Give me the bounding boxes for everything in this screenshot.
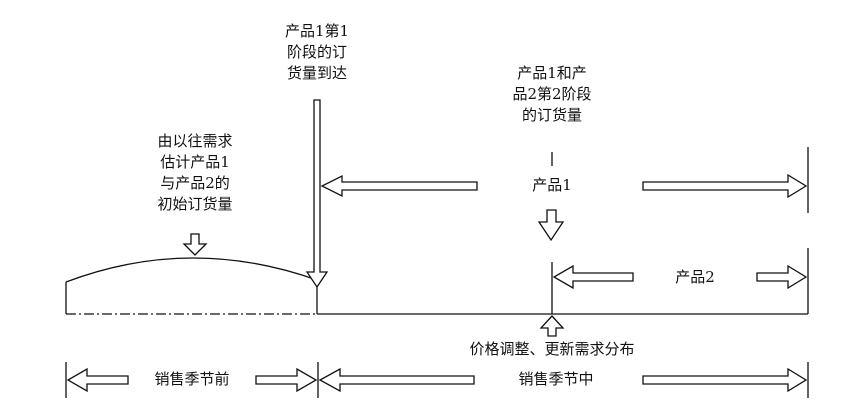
initial-order-label: 由以往需求 估计产品1 与产品2的 初始订货量 [140,131,250,215]
demand-curve [65,257,318,283]
in-season-label: 销售季节中 [518,370,594,388]
pre-season-right-arrow [255,367,318,393]
initial-order-line-2: 估计产品1 [160,153,230,171]
product1-left-arrow [320,174,478,198]
stage1-arrival-line-1: 产品1第1 [284,22,350,40]
product1-right-arrow [642,173,808,199]
stage2-orders-line-1: 产品1和产 [517,64,587,82]
stage1-arrival-arrow [305,99,329,289]
stage1-arrival-line-2: 阶段的订 [286,43,347,61]
price-adjustment-label: 价格调整、更新需求分布 [469,340,635,358]
in-season-right-arrow [642,367,808,393]
stage1-arrival-line-3: 货量到达 [286,64,347,82]
stage2-orders-label: 产品1和产 品2第2阶段 的订货量 [494,63,610,126]
product1-down-arrow [537,209,565,242]
product2-left-arrow [552,264,634,290]
product2-right-arrow [756,264,808,290]
stage2-orders-line-3: 的订货量 [521,106,582,124]
initial-order-line-3: 与产品2的 [160,174,230,192]
initial-order-line-4: 初始订货量 [157,195,233,213]
stage2-orders-line-2: 品2第2阶段 [512,85,592,103]
initial-order-line-1: 由以往需求 [157,132,233,150]
product2-label: 产品2 [675,268,715,286]
stage1-arrival-label: 产品1第1 阶段的订 货量到达 [262,21,372,84]
pre-season-label: 销售季节前 [154,370,230,388]
in-season-left-arrow [318,367,475,393]
pre-season-left-arrow [66,367,129,393]
price-adjustment-up-arrow [539,315,565,337]
initial-order-down-arrow [182,233,208,256]
product1-label: 产品1 [532,176,572,194]
